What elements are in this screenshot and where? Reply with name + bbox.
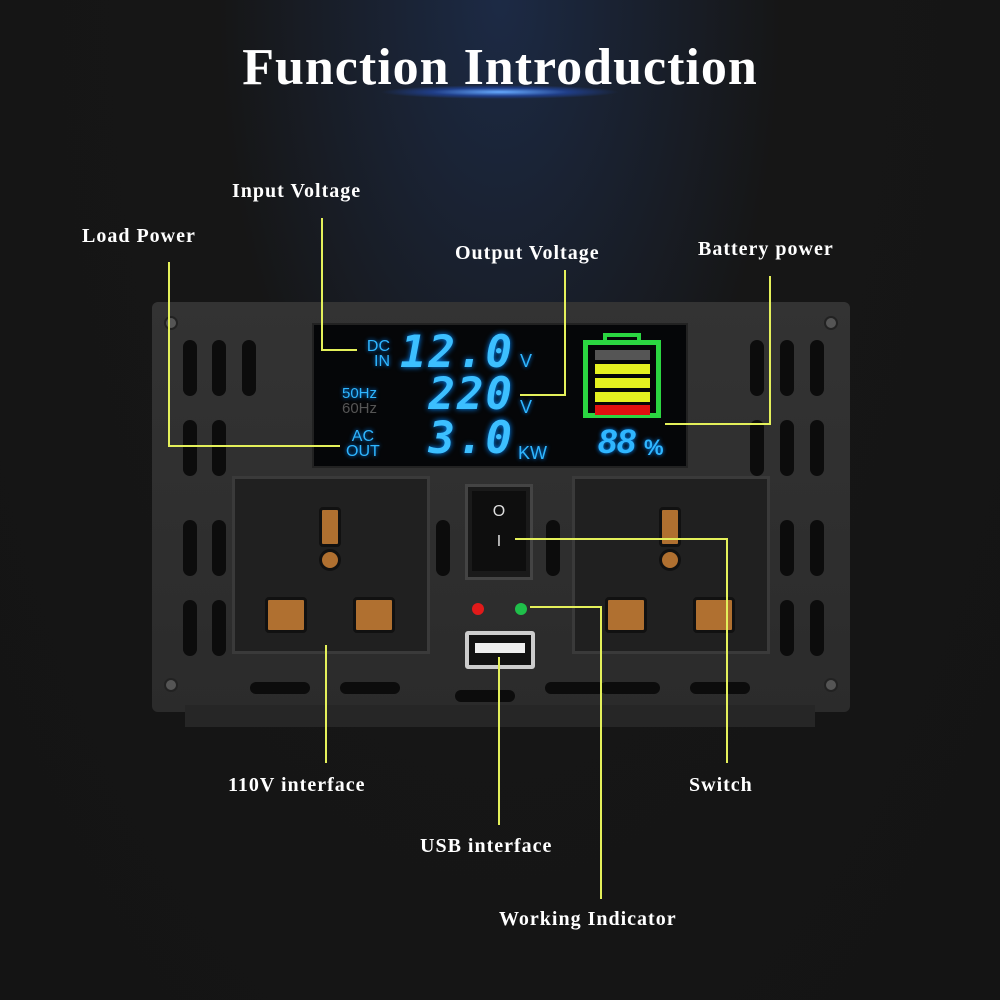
ac-socket-right[interactable]	[572, 476, 770, 654]
ac-label: AC	[351, 428, 374, 445]
label-output-voltage: Output Voltage	[455, 242, 600, 264]
percent-unit: %	[644, 435, 664, 460]
vent-slot	[810, 600, 824, 656]
screw-icon	[164, 316, 178, 330]
vent-slot	[340, 682, 400, 694]
vent-slot	[455, 690, 515, 702]
out-label: OUT	[346, 443, 380, 460]
label-110v-interface: 110V interface	[228, 774, 366, 796]
label-usb-interface: USB interface	[420, 835, 553, 857]
hz50-label: 50Hz	[342, 385, 378, 402]
vent-slot	[212, 520, 226, 576]
vent-slot	[212, 600, 226, 656]
output-unit: V	[520, 397, 533, 417]
vent-slot	[750, 340, 764, 396]
label-battery-power: Battery power	[698, 238, 834, 260]
switch-off-mark: O	[492, 503, 506, 520]
vent-slot	[212, 340, 226, 396]
vent-slot	[690, 682, 750, 694]
vent-slot	[183, 340, 197, 396]
screw-icon	[164, 678, 178, 692]
label-working-indicator: Working Indicator	[499, 908, 677, 930]
label-load-power: Load Power	[82, 225, 196, 247]
load-power-readout: 3.0	[428, 413, 514, 464]
battery-cap	[603, 333, 641, 341]
power-switch[interactable]: O I	[465, 484, 533, 580]
vent-slot	[183, 600, 197, 656]
vent-slot	[780, 420, 794, 476]
vent-slot	[810, 520, 824, 576]
screw-icon	[824, 316, 838, 330]
vent-slot	[250, 682, 310, 694]
vent-slot	[600, 682, 660, 694]
inverter-foot	[185, 705, 815, 727]
vent-slot	[750, 420, 764, 476]
power-unit: KW	[518, 443, 547, 463]
vent-slot	[810, 340, 824, 396]
vent-slot	[242, 340, 256, 396]
in-label: IN	[374, 353, 390, 370]
battery-icon	[583, 340, 661, 418]
label-input-voltage: Input Voltage	[232, 180, 362, 202]
vent-slot	[183, 520, 197, 576]
vent-slot	[780, 520, 794, 576]
vent-slot	[780, 600, 794, 656]
green-indicator-led	[515, 603, 527, 615]
output-voltage-readout: 220	[428, 369, 514, 420]
title-glow	[380, 85, 620, 99]
input-voltage-readout: 12.0	[400, 327, 514, 378]
vent-slot	[436, 520, 450, 576]
label-switch: Switch	[689, 774, 753, 796]
switch-on-mark: I	[496, 533, 502, 550]
dc-label: DC	[366, 338, 390, 355]
usb-port[interactable]	[465, 631, 535, 669]
vent-slot	[780, 340, 794, 396]
hz60-label: 60Hz	[342, 400, 378, 417]
screw-icon	[824, 678, 838, 692]
vent-slot	[546, 520, 560, 576]
vent-slot	[810, 420, 824, 476]
ac-socket-left[interactable]	[232, 476, 430, 654]
battery-percent: 88	[598, 423, 636, 461]
red-indicator-led	[472, 603, 484, 615]
vent-slot	[212, 420, 226, 476]
vent-slot	[545, 682, 605, 694]
input-unit: V	[520, 351, 533, 371]
vent-slot	[183, 420, 197, 476]
